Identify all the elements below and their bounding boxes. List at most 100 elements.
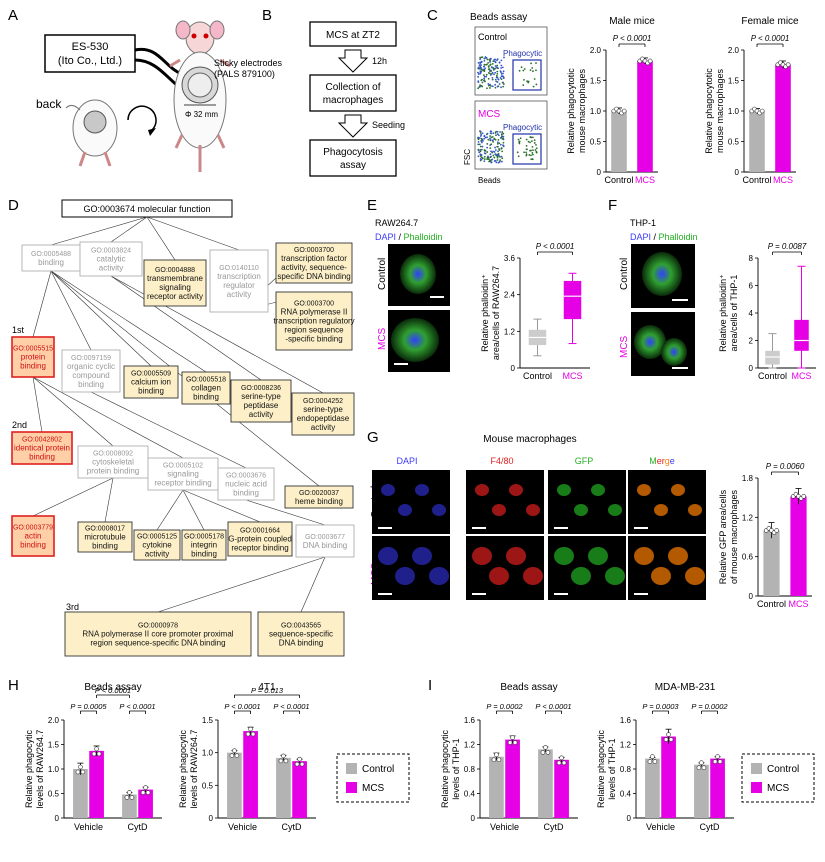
device-maker: (Ito Co., Ltd.) <box>58 55 122 67</box>
data-point <box>294 761 300 767</box>
bar-control-cytd <box>694 764 709 818</box>
flow-dot <box>533 139 536 142</box>
flow-dot <box>502 141 505 144</box>
data-point <box>507 740 513 745</box>
data-point <box>94 746 99 752</box>
go-edge <box>104 477 114 523</box>
flow-dot <box>532 149 534 151</box>
go-node-label: binding <box>29 453 55 462</box>
device-box <box>44 34 136 73</box>
flow-dot <box>497 139 500 141</box>
x-tick-label: MCS <box>563 371 583 381</box>
flow-dot <box>489 61 491 63</box>
bar-mcs-cytd <box>554 759 569 818</box>
data-point <box>80 769 86 775</box>
y-axis-label: area/cells of RAW264.7 <box>491 266 501 360</box>
flow-dot <box>479 71 482 74</box>
g-cell <box>605 567 625 585</box>
panel-e-images: E RAW264.7 DAPI / Phalloidin Control MCS <box>367 197 450 372</box>
g-cell <box>588 547 608 565</box>
y-tick-label: 0.5 <box>48 790 60 799</box>
flow-dot <box>498 161 501 163</box>
x-tick-label: MCS <box>773 175 793 185</box>
flow-dot <box>501 150 504 153</box>
data-point <box>299 761 305 767</box>
flow-dot <box>481 157 484 160</box>
go-node-label: GO:0008236 <box>241 385 281 392</box>
flow-dot <box>492 60 495 63</box>
y-tick-label: 0 <box>55 814 60 823</box>
flow-dot <box>491 139 494 142</box>
go-node-label: binding <box>20 362 46 371</box>
flow-dot <box>496 130 499 133</box>
g-micrograph <box>466 470 544 534</box>
y-tick-label: 1.8 <box>742 474 754 483</box>
bar-mcs-vehicle <box>661 736 676 818</box>
step-2-line1: Collection of <box>325 82 380 93</box>
data-point <box>248 726 253 732</box>
flow-dot <box>477 71 479 74</box>
flow-dot <box>485 63 487 66</box>
bar-control <box>763 530 780 596</box>
y-tick-label: 0.5 <box>202 781 214 790</box>
flow-dot <box>495 76 498 79</box>
flow-dot <box>498 83 501 85</box>
go-node-label: binding <box>20 541 46 550</box>
go-node-label: catalytic <box>97 255 126 264</box>
x-tick-label: Control <box>757 599 786 609</box>
flow-dot <box>483 75 486 78</box>
chart-title: MDA-MB-231 <box>655 682 716 693</box>
go-node-label: GO:0001664 <box>240 528 280 535</box>
flow-dot <box>522 84 525 87</box>
go-edge <box>110 216 148 243</box>
go-node-label: activity <box>311 423 335 432</box>
flow-dot <box>492 67 495 69</box>
flow-dot <box>479 150 482 153</box>
g-cell <box>557 484 571 496</box>
go-edge <box>32 270 52 338</box>
x-tick-label: Control <box>604 175 633 185</box>
box-mcs <box>563 280 582 320</box>
data-point <box>278 758 284 764</box>
y-axis-label: Relative phalloidin⁺ <box>480 274 490 352</box>
flow-dot <box>501 75 504 77</box>
chart-title: Beads assay <box>500 682 557 693</box>
flow-dot <box>523 68 526 70</box>
y-tick-label: 1.2 <box>620 741 632 750</box>
p-value: P = 0.0060 <box>766 462 805 471</box>
flow-dot <box>535 62 537 64</box>
y-tick-label: 1.6 <box>464 716 476 725</box>
step-arrow-2-icon <box>337 114 369 138</box>
y-tick-label: 0.4 <box>464 790 476 799</box>
g-cell <box>608 504 622 516</box>
flow-dot <box>493 160 496 162</box>
flow-dot <box>482 68 485 71</box>
flow-dot <box>482 140 484 142</box>
data-point <box>78 764 83 770</box>
go-node-label: binding <box>191 550 217 559</box>
flow-dot <box>490 72 493 75</box>
flow-yaxis: FSC <box>463 149 472 165</box>
go-node-label: signaling <box>159 283 191 292</box>
legend-i-control: Control <box>767 764 799 775</box>
flow-dot <box>487 68 490 71</box>
flow-dot <box>503 56 505 59</box>
go-edge <box>245 499 326 526</box>
data-point <box>143 785 148 790</box>
y-tick-label: 6 <box>749 282 754 291</box>
go-node-label: GO:0042802 <box>22 437 62 444</box>
electrode-code: (PALS 879100) <box>214 69 275 79</box>
flow-dot <box>523 151 525 154</box>
p-value: P = 0.013 <box>251 686 284 695</box>
flow-dot <box>484 67 487 70</box>
g-cell <box>651 567 671 585</box>
g-cell <box>509 484 523 496</box>
go-node-go-0004888: GO:0004888transmembranesignalingreceptor… <box>143 259 207 307</box>
data-point <box>666 732 671 737</box>
flow-dot <box>478 143 481 146</box>
go-node-label: specific DNA binding <box>277 272 350 281</box>
